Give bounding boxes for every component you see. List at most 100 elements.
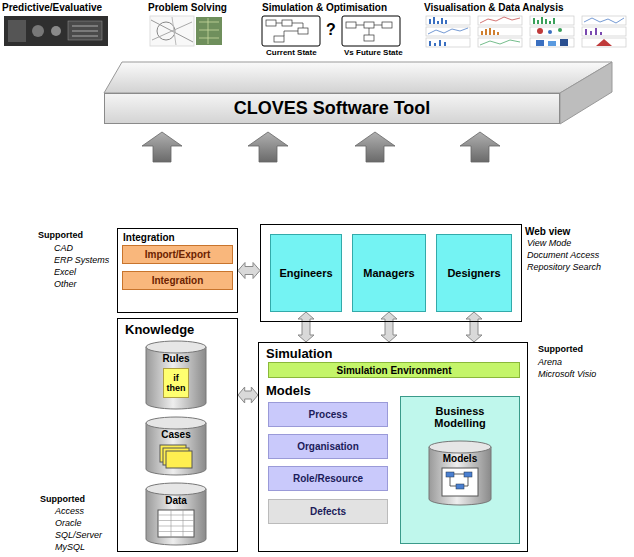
double-arrow (238, 387, 258, 403)
cylinder-body (146, 347, 206, 409)
panel-caption: Predictive/Evaluative (2, 2, 102, 13)
table-line (158, 531, 194, 532)
panel-caption: Current State (266, 48, 317, 57)
cylinder-body (146, 489, 206, 545)
device-photo (4, 16, 108, 46)
node-label: Import/Export (145, 249, 211, 260)
node-label: Simulation (266, 346, 332, 361)
support-item: Repository Search (527, 262, 601, 272)
node-label: Web view (525, 226, 570, 237)
support-heading: Supported (538, 344, 583, 354)
node-label: Engineers (279, 267, 332, 279)
support-item: Excel (54, 267, 76, 277)
node-label: Business Modelling (420, 405, 500, 429)
tool-banner: CLOVES Software Tool (104, 93, 560, 124)
cylinder-top (146, 417, 206, 429)
business-modelling-box: Business ModellingModels (400, 396, 520, 544)
node-label: Role/Resource (293, 473, 363, 484)
node-note: Models (266, 383, 311, 398)
sketch-image (150, 16, 222, 46)
data-table (158, 510, 194, 537)
user-box: Managers (352, 234, 426, 312)
double-arrow (381, 312, 397, 342)
model-box: Organisation (268, 434, 388, 459)
cylinder-shape (428, 440, 492, 506)
panel-caption: Visualisation & Data Analysis (424, 2, 564, 13)
node-label: Simulation Environment (336, 365, 451, 376)
node-label: Defects (310, 506, 346, 517)
node-label: Data (145, 495, 207, 506)
up-arrows (142, 132, 500, 162)
support-item: SQL/Server (55, 530, 102, 540)
support-item: Other (54, 279, 77, 289)
model-box: Process (268, 402, 388, 427)
model-box: Defects (268, 499, 388, 524)
node-label: Process (309, 409, 348, 420)
environment-bar: Simulation Environment (268, 362, 520, 378)
database-cylinder: Rules if then (145, 340, 207, 410)
cylinder-body (429, 447, 491, 505)
node-label: Organisation (297, 441, 359, 452)
double-arrow (298, 312, 314, 342)
integration-item: Integration (122, 271, 233, 290)
panel-caption: ? (326, 21, 336, 39)
node-label: Integration (123, 232, 175, 243)
support-heading: Supported (38, 230, 83, 240)
panel-caption: Simulation & Optimisation (262, 2, 387, 13)
cylinder-top (146, 483, 206, 495)
node-label: Knowledge (125, 322, 194, 337)
database-cylinder: Data (145, 482, 207, 546)
support-item: Oracle (55, 518, 82, 528)
table-line (158, 515, 194, 516)
node-label: Managers (363, 267, 414, 279)
user-box: Designers (436, 234, 512, 312)
integration-item: Import/Export (122, 245, 233, 264)
model-block (456, 484, 464, 489)
cylinder-shape (145, 482, 207, 546)
cylinder-body (146, 423, 206, 475)
database-cylinder: Models (428, 440, 492, 506)
support-item: Microsoft Visio (538, 369, 596, 379)
support-item: View Mode (527, 238, 571, 248)
model-box: Role/Resource (268, 466, 388, 491)
process-map-future (342, 16, 400, 46)
tool-slab (104, 62, 612, 124)
database-cylinder: Cases (145, 416, 207, 476)
cylinder-top (146, 341, 206, 353)
node-label: CLOVES Software Tool (234, 98, 431, 119)
knowledge-panel: KnowledgeRules if thenCasesData (117, 318, 238, 552)
support-item: CAD (54, 243, 73, 253)
node-label: Rules (145, 353, 207, 364)
double-arrow (466, 312, 482, 342)
cylinder-shape (145, 416, 207, 476)
cylinder-top (429, 441, 491, 453)
user-box: Engineers (270, 234, 342, 312)
node-label: Integration (152, 275, 204, 286)
node-label: Designers (447, 267, 500, 279)
table-line (171, 510, 172, 537)
table-line (183, 510, 184, 537)
node-label: Cases (145, 429, 207, 440)
support-item: MySQL (55, 542, 85, 552)
integration-panel: IntegrationImport/ExportIntegration (117, 228, 238, 313)
node-note: if then (163, 368, 189, 398)
table-line (158, 520, 194, 521)
web-view-panel: Web viewEngineersManagersDesigners (260, 224, 522, 322)
support-item: Document Access (527, 250, 599, 260)
model-sheet (442, 468, 478, 496)
support-item: ERP Systems (54, 255, 109, 265)
panel-caption: Vs Future State (344, 48, 403, 57)
table-line (158, 526, 194, 527)
simulation-panel: SimulationModels Simulation EnvironmentPr… (258, 342, 528, 552)
chart-thumbnails (426, 16, 626, 47)
process-map-current (262, 16, 320, 46)
double-arrow (238, 263, 260, 279)
model-block (464, 472, 472, 477)
panel-caption: Problem Solving (148, 2, 227, 13)
support-heading: Supported (40, 494, 85, 504)
support-item: Arena (538, 357, 562, 367)
case-card (166, 451, 192, 468)
support-item: Access (55, 506, 84, 516)
model-block (446, 472, 454, 477)
